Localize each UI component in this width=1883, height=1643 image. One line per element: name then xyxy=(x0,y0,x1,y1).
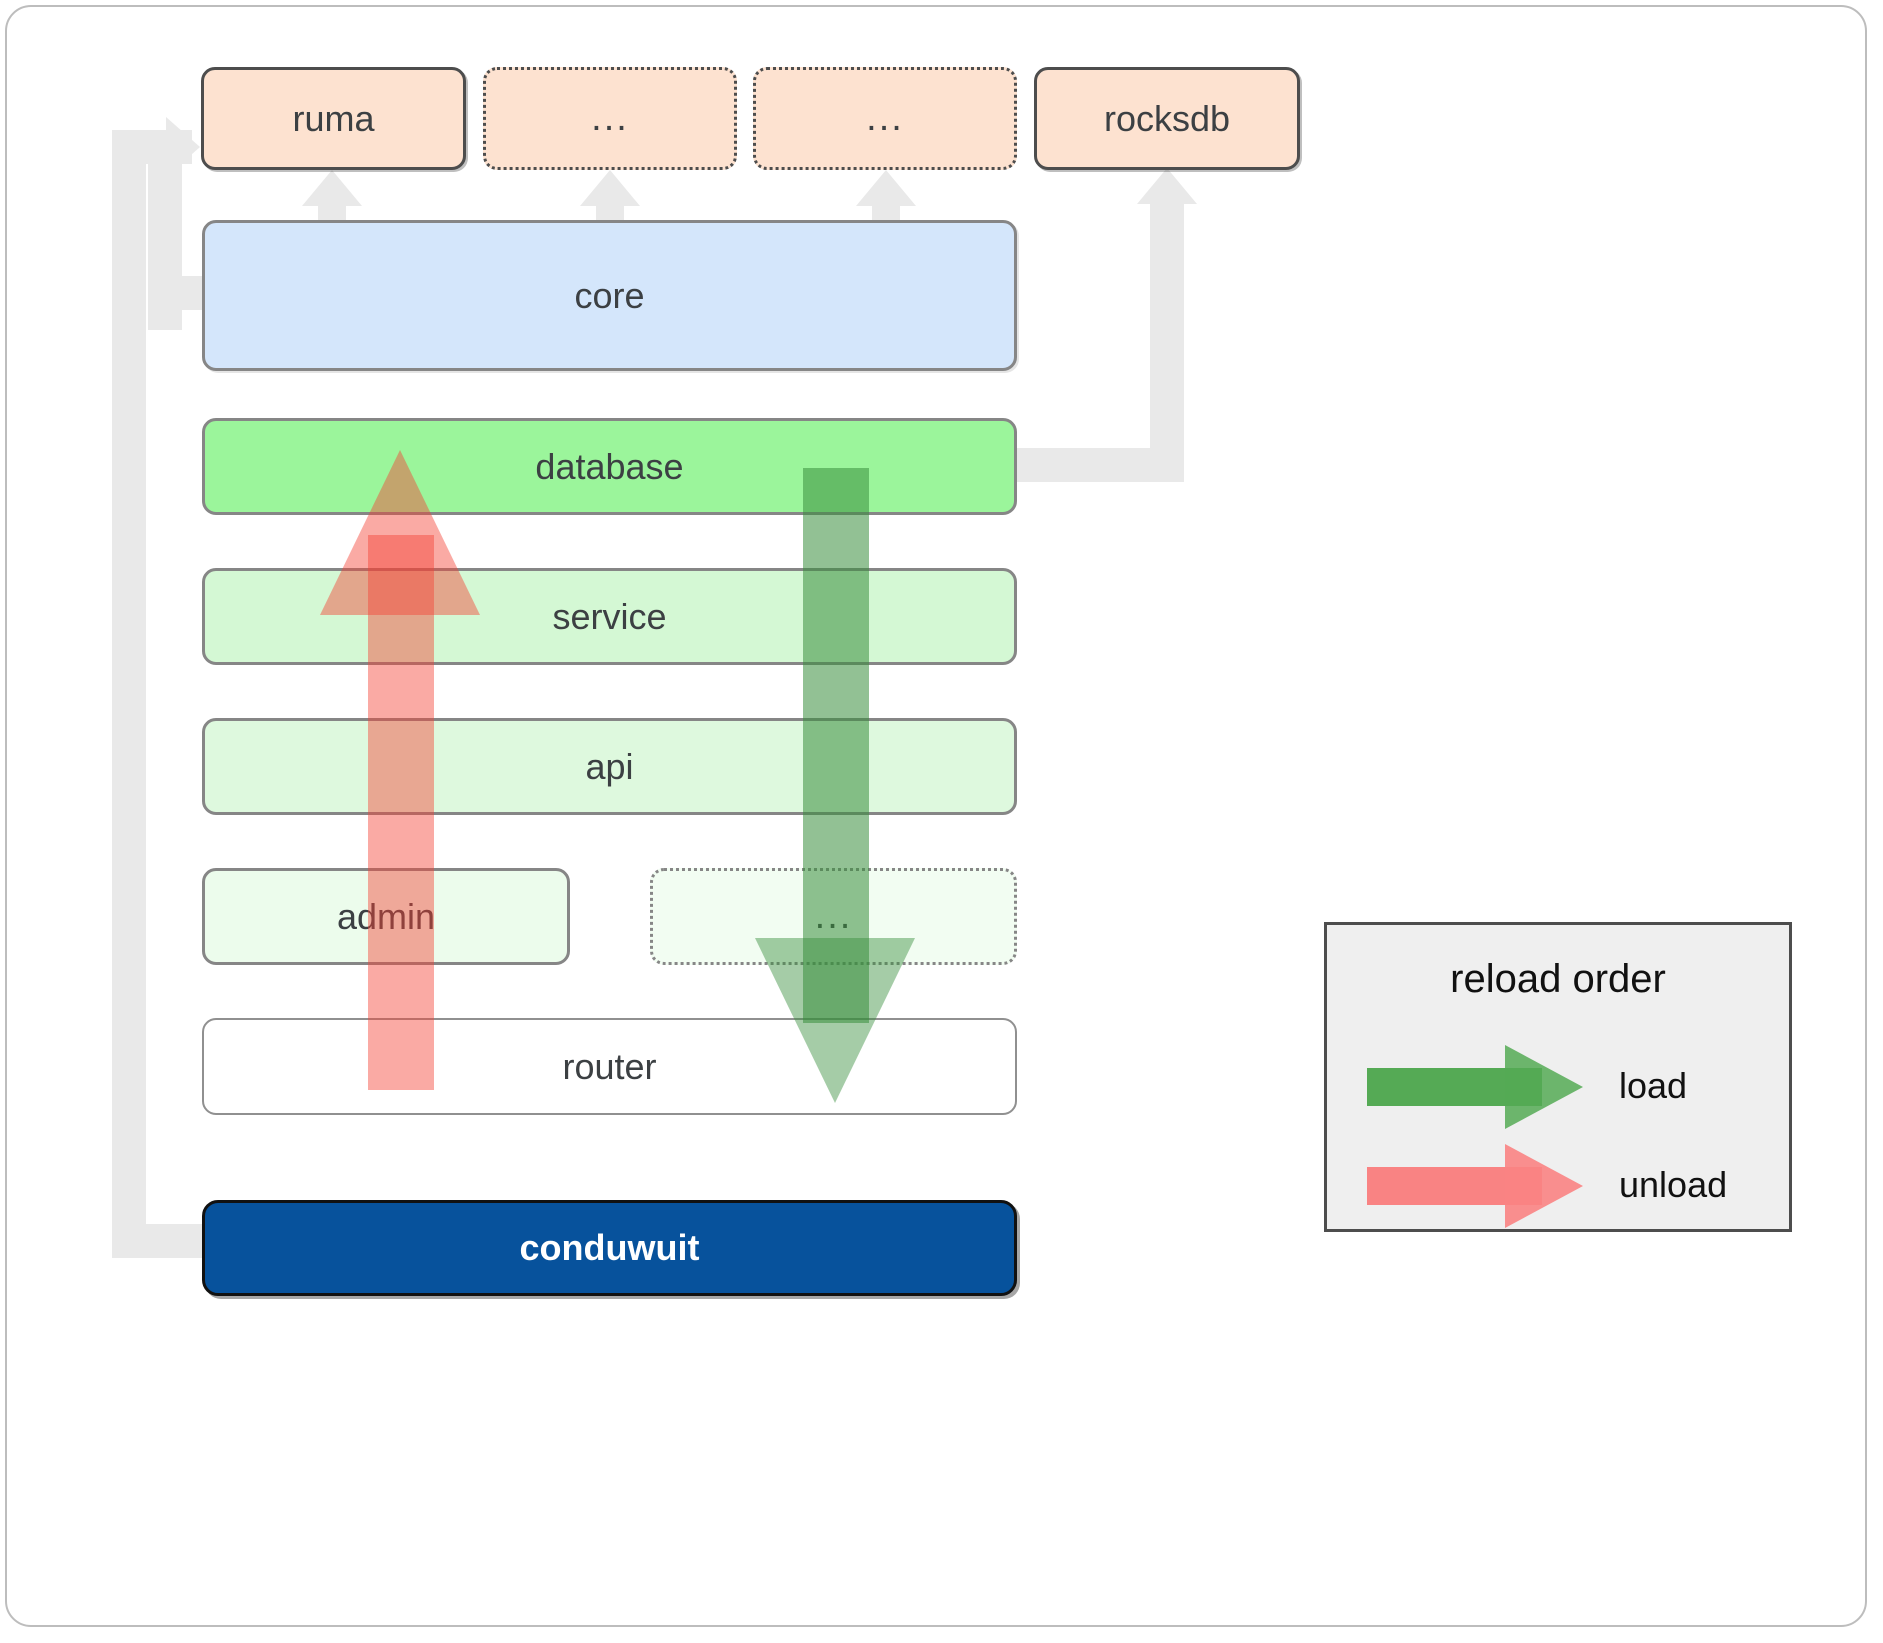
legend-load-arrow-head xyxy=(1505,1045,1583,1129)
legend-load-label: load xyxy=(1619,1065,1688,1106)
dependency-rocksdb-label: rocksdb xyxy=(1103,97,1231,139)
dependency-ruma-label: ruma xyxy=(292,97,375,139)
connector-right-horizontal xyxy=(1016,448,1172,482)
legend-unload-label: unload xyxy=(1619,1164,1728,1205)
connector-arrowhead-core-to-dep1 xyxy=(580,170,640,206)
unload-flow-arrow xyxy=(320,450,490,1090)
dependency-ellipsis-2[interactable]: ... xyxy=(753,67,1017,170)
legend-unload-arrow-head xyxy=(1505,1144,1583,1228)
load-flow-arrow xyxy=(755,468,925,1103)
connector-arrowhead-to-ruma xyxy=(166,117,200,177)
load-arrow-shaft xyxy=(803,468,869,1023)
layer-router-label: router xyxy=(562,1045,657,1087)
connector-left-vertical-outer xyxy=(112,130,146,1258)
connector-arrowhead-core-to-dep2 xyxy=(856,170,916,206)
load-arrow-head xyxy=(755,938,915,1103)
root-conduwuit-label: conduwuit xyxy=(519,1227,700,1268)
connector-right-vertical xyxy=(1150,200,1184,482)
layer-database-label: database xyxy=(535,445,684,487)
connector-arrowhead-to-core xyxy=(166,263,200,323)
unload-arrow-head xyxy=(320,450,480,615)
layer-core-label: core xyxy=(574,274,645,316)
legend-title: reload order xyxy=(1450,957,1666,1001)
connector-arrowhead-to-rocksdb xyxy=(1137,168,1197,204)
dependency-ellipsis-1-label: ... xyxy=(591,97,629,139)
dependency-rocksdb[interactable]: rocksdb xyxy=(1034,67,1300,170)
legend-panel: reload order load unload xyxy=(1324,922,1792,1232)
layer-api-label: api xyxy=(585,745,634,787)
legend-row-load: load xyxy=(1327,925,1789,1229)
dependency-ruma[interactable]: ruma xyxy=(201,67,466,170)
layer-core[interactable]: core xyxy=(202,220,1017,371)
legend-row-unload: unload xyxy=(1327,925,1789,1229)
layer-service-label: service xyxy=(552,595,667,637)
unload-arrow-shaft xyxy=(368,535,434,1090)
dependency-ellipsis-1[interactable]: ... xyxy=(483,67,737,170)
root-conduwuit[interactable]: conduwuit xyxy=(202,1200,1017,1296)
connector-arrowhead-core-to-ruma xyxy=(302,170,362,206)
dependency-ellipsis-2-label: ... xyxy=(866,97,904,139)
